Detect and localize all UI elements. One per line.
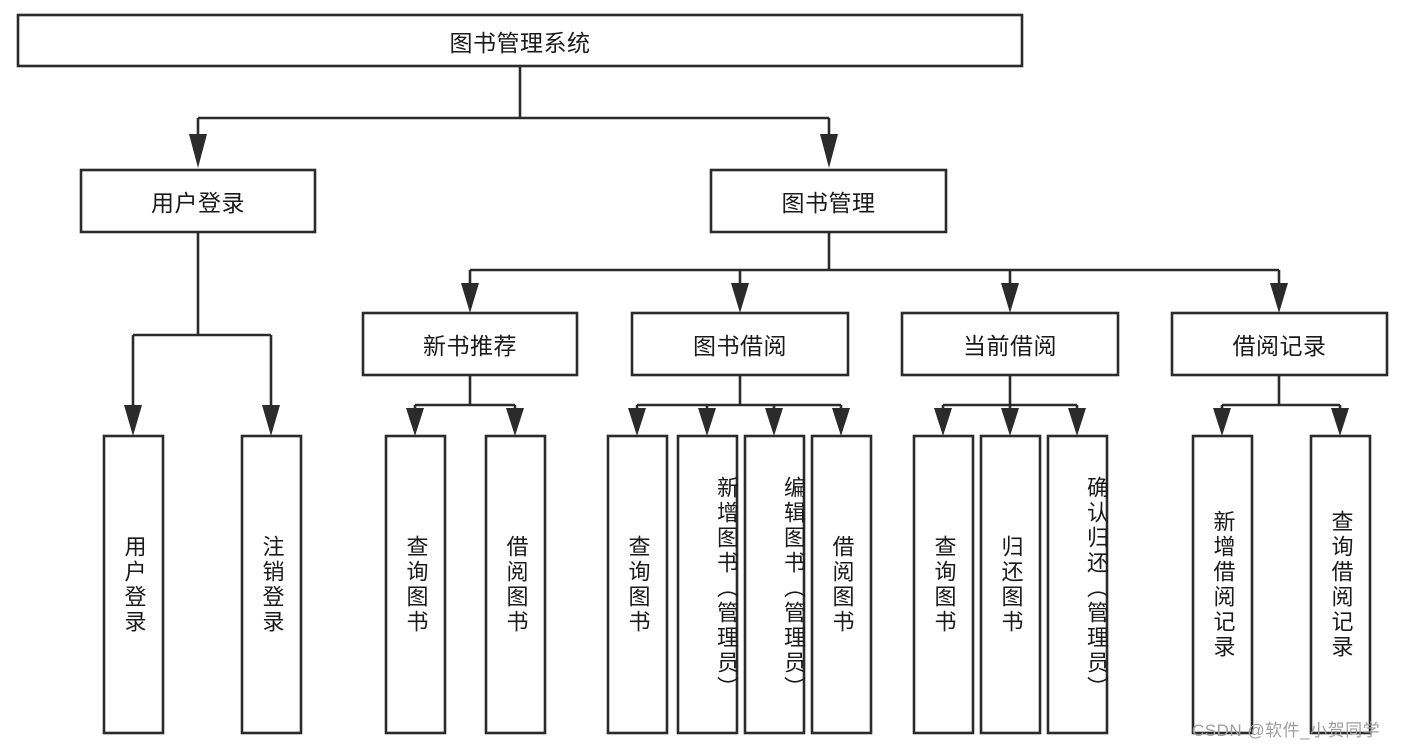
node-box-leaf-query-book-3[interactable] — [912, 434, 975, 735]
node-box-user-login[interactable] — [79, 168, 317, 234]
label-leaf-query-book-2: 查询图书 — [625, 534, 651, 635]
node-box-book-borrow[interactable] — [630, 311, 850, 377]
node-box-leaf-add-book[interactable] — [676, 434, 739, 735]
label-root: 图书管理系统 — [449, 29, 591, 56]
arrow-head-to-new-book — [461, 283, 479, 313]
node-box-new-book-recommend[interactable] — [361, 311, 579, 377]
label-leaf-return-book: 归还图书 — [998, 534, 1024, 635]
arrow-head-login-leaf-1 — [124, 405, 142, 436]
label-leaf-confirm-return: 确认归还（管理员） — [1084, 475, 1109, 701]
node-box-leaf-user-login[interactable] — [102, 434, 165, 735]
arrow-head-to-current-borrow — [1001, 283, 1019, 313]
node-box-leaf-query-record[interactable] — [1309, 434, 1372, 735]
arrow-head-bookborrow-leaf-3 — [765, 408, 783, 436]
label-borrow-record: 借阅记录 — [1232, 333, 1327, 359]
arrow-head-newbook-leaf-1 — [406, 408, 424, 436]
label-book-borrow: 图书借阅 — [693, 333, 787, 359]
arrow-head-bookborrow-leaf-2 — [698, 408, 716, 436]
node-box-leaf-logout[interactable] — [240, 434, 303, 735]
label-book-management: 图书管理 — [781, 190, 876, 216]
node-box-leaf-query-book-1[interactable] — [384, 434, 447, 735]
csdn-watermark: CSDN @软件_小贺同学 — [1192, 721, 1381, 740]
arrow-head-to-user-login — [189, 134, 207, 168]
arrow-head-currentborrow-leaf-1 — [934, 408, 952, 436]
label-leaf-user-login: 用户登录 — [121, 534, 147, 635]
label-leaf-logout: 注销登录 — [259, 534, 285, 635]
arrow-head-currentborrow-leaf-2 — [1001, 408, 1019, 436]
node-box-current-borrow[interactable] — [900, 311, 1120, 377]
node-box-leaf-return-book[interactable] — [979, 434, 1042, 735]
node-box-leaf-edit-book[interactable] — [743, 434, 806, 735]
label-leaf-query-book-1: 查询图书 — [403, 534, 429, 635]
label-leaf-borrow-book-2: 借阅图书 — [829, 534, 855, 635]
label-leaf-edit-book: 编辑图书（管理员） — [781, 475, 806, 701]
label-user-login: 用户登录 — [151, 190, 245, 216]
arrow-head-to-book-borrow — [731, 283, 749, 313]
label-leaf-borrow-book-1: 借阅图书 — [503, 534, 529, 635]
label-leaf-add-record: 新增借阅记录 — [1210, 509, 1236, 660]
arrow-head-bookborrow-leaf-4 — [832, 408, 850, 436]
node-box-book-management[interactable] — [709, 168, 948, 234]
arrow-head-borrowrecord-leaf-2 — [1331, 408, 1349, 436]
node-box-root[interactable] — [16, 13, 1024, 68]
node-box-leaf-borrow-book-2[interactable] — [810, 434, 873, 735]
arrow-head-to-borrow-record — [1270, 283, 1288, 313]
arrow-head-bookborrow-leaf-1 — [628, 408, 646, 436]
label-new-book-recommend: 新书推荐 — [423, 333, 517, 359]
arrow-head-newbook-leaf-2 — [506, 408, 524, 436]
node-box-leaf-borrow-book-1[interactable] — [484, 434, 547, 735]
arrow-head-currentborrow-leaf-3 — [1068, 408, 1086, 436]
label-leaf-query-book-3: 查询图书 — [931, 534, 957, 635]
label-current-borrow: 当前借阅 — [963, 333, 1057, 359]
arrow-head-login-leaf-2 — [262, 405, 280, 436]
label-leaf-query-record: 查询借阅记录 — [1328, 509, 1354, 660]
label-leaf-add-book: 新增图书（管理员） — [714, 475, 739, 701]
node-box-leaf-confirm-return[interactable] — [1046, 434, 1109, 735]
node-box-leaf-query-book-2[interactable] — [606, 434, 669, 735]
arrow-head-borrowrecord-leaf-1 — [1213, 408, 1231, 436]
arrow-head-to-book-management — [820, 134, 838, 168]
node-box-leaf-add-record[interactable] — [1191, 434, 1254, 735]
